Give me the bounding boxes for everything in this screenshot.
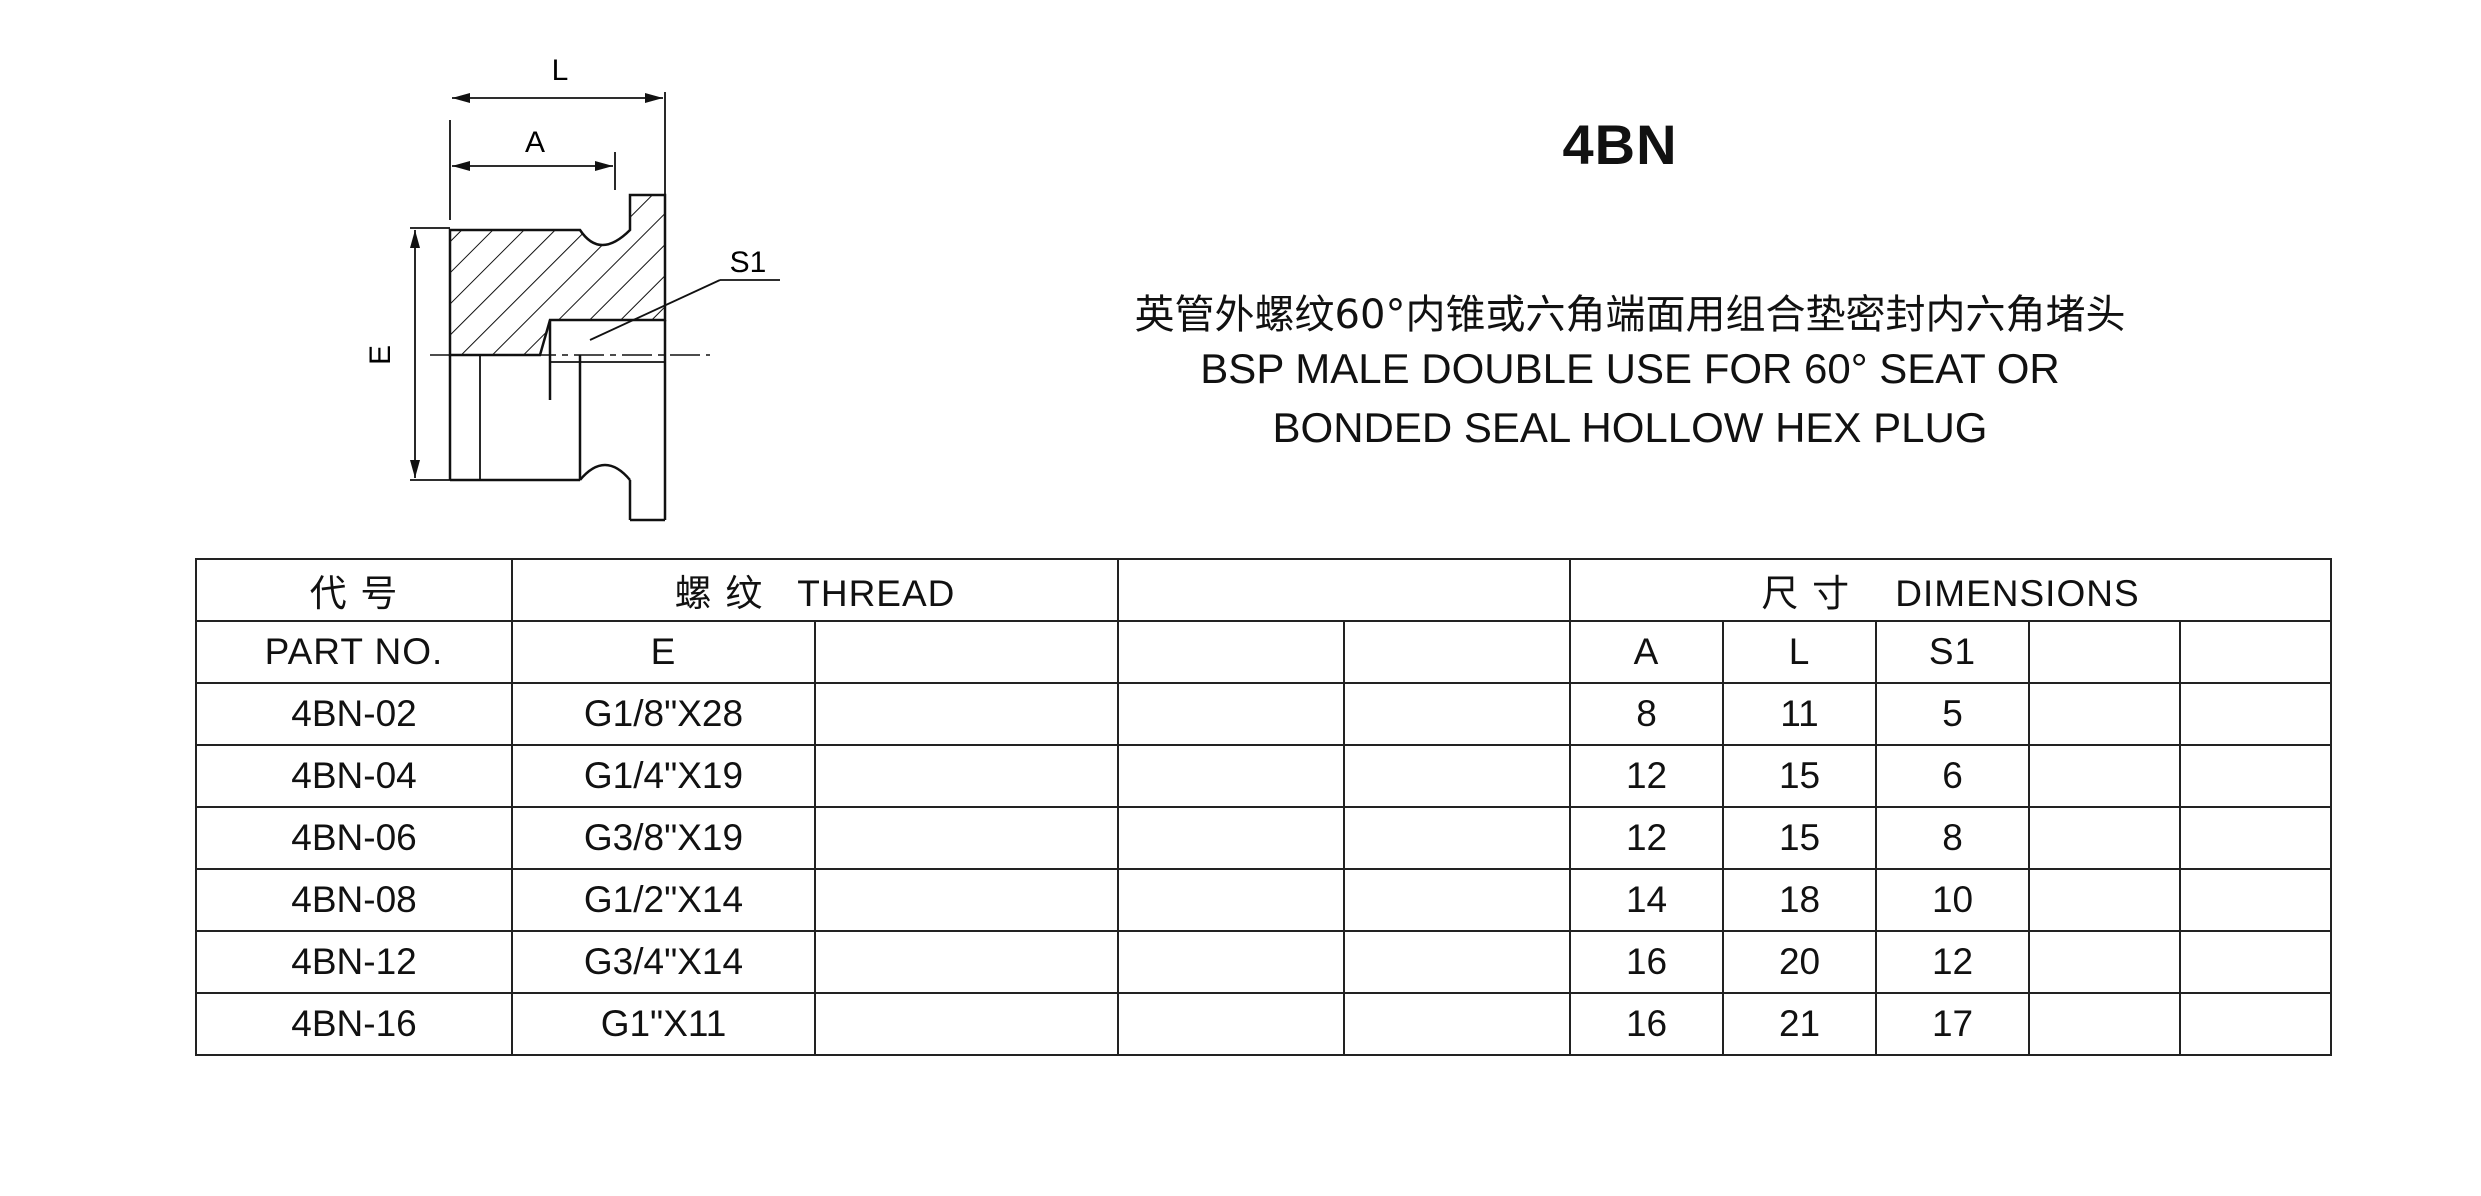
blank-cell — [1117, 620, 1346, 684]
header-part-cn: 代 号 — [195, 558, 513, 622]
blank-cell — [2179, 806, 2333, 870]
blank-cell — [1343, 620, 1572, 684]
cell-dim-s1: 6 — [1875, 744, 2031, 808]
cell-dim-l: 21 — [1722, 992, 1878, 1056]
blank-cell — [1343, 744, 1572, 808]
blank-cell — [813, 930, 1120, 994]
header-dim-a: A — [1569, 620, 1725, 684]
blank-cell — [1117, 806, 1346, 870]
cell-thread: G3/8"X19 — [511, 806, 816, 870]
cell-dim-s1: 10 — [1875, 868, 2031, 932]
table-header-row-1: 代 号 螺 纹 THREAD 尺 寸 DIMENSIONS — [195, 558, 2333, 622]
cell-dim-l: 11 — [1722, 682, 1878, 746]
cell-dim-l: 20 — [1722, 930, 1878, 994]
blank-cell — [2179, 868, 2333, 932]
cell-dim-a: 12 — [1569, 744, 1725, 808]
dimensions-table: 代 号 螺 纹 THREAD 尺 寸 DIMENSIONS PART NO. E… — [195, 558, 2333, 1056]
table-row: 4BN-12 G3/4"X14 16 20 12 — [195, 930, 2333, 994]
blank-cell — [2028, 992, 2182, 1056]
blank-cell — [2179, 744, 2333, 808]
blank-cell — [2179, 930, 2333, 994]
cell-part-no: 4BN-04 — [195, 744, 513, 808]
header-part-en: PART NO. — [195, 620, 513, 684]
blank-cell — [813, 620, 1120, 684]
cell-part-no: 4BN-12 — [195, 930, 513, 994]
blank-cell — [2028, 620, 2182, 684]
blank-cell — [2179, 992, 2333, 1056]
blank-cell — [2179, 682, 2333, 746]
header-dimensions-en: DIMENSIONS — [1895, 573, 2140, 614]
blank-cell — [1117, 930, 1346, 994]
cell-dim-a: 14 — [1569, 868, 1725, 932]
table-row: 4BN-02 G1/8"X28 8 11 5 — [195, 682, 2333, 746]
header-dimensions-cn: 尺 寸 — [1761, 572, 1851, 615]
dim-label-a: A — [525, 126, 545, 159]
blank-cell — [1117, 682, 1346, 746]
cell-dim-s1: 8 — [1875, 806, 2031, 870]
table-row: 4BN-16 G1"X11 16 21 17 — [195, 992, 2333, 1056]
header-thread: 螺 纹 THREAD — [510, 558, 1120, 622]
blank-cell — [1343, 930, 1572, 994]
blank-cell — [1343, 868, 1572, 932]
dim-label-l: L — [552, 54, 569, 87]
cell-thread: G1/4"X19 — [511, 744, 816, 808]
cell-dim-s1: 5 — [1875, 682, 2031, 746]
blank-cell — [813, 806, 1120, 870]
table-row: 4BN-04 G1/4"X19 12 15 6 — [195, 744, 2333, 808]
cell-dim-a: 8 — [1569, 682, 1725, 746]
cell-dim-s1: 17 — [1875, 992, 2031, 1056]
cell-dim-l: 18 — [1722, 868, 1878, 932]
plug-section-drawing: L A S1 E — [364, 54, 780, 522]
blank-cell — [1343, 682, 1572, 746]
cell-part-no: 4BN-02 — [195, 682, 513, 746]
blank-cell — [1343, 992, 1572, 1056]
subtitle-english-line-1: BSP MALE DOUBLE USE FOR 60° SEAT OR — [1200, 345, 2060, 392]
cell-dim-a: 12 — [1569, 806, 1725, 870]
subtitle-chinese: 英管外螺纹60°内锥或六角端面用组合垫密封内六角堵头 — [1134, 292, 2126, 338]
cell-part-no: 4BN-16 — [195, 992, 513, 1056]
cell-thread: G1/8"X28 — [511, 682, 816, 746]
cell-part-no: 4BN-06 — [195, 806, 513, 870]
blank-cell — [2028, 682, 2182, 746]
cell-thread: G1/2"X14 — [511, 868, 816, 932]
cell-thread: G1"X11 — [511, 992, 816, 1056]
table-row: 4BN-06 G3/8"X19 12 15 8 — [195, 806, 2333, 870]
cell-thread: G3/4"X14 — [511, 930, 816, 994]
table-header-row-2: PART NO. E A L S1 — [195, 620, 2333, 684]
blank-cell — [2028, 806, 2182, 870]
cell-part-no: 4BN-08 — [195, 868, 513, 932]
blank-cell — [2028, 868, 2182, 932]
header-thread-en: THREAD — [797, 573, 956, 614]
cell-dim-s1: 12 — [1875, 930, 2031, 994]
cell-dim-a: 16 — [1569, 992, 1725, 1056]
subtitle-english-line-2: BONDED SEAL HOLLOW HEX PLUG — [1272, 404, 1988, 451]
blank-cell — [1117, 868, 1346, 932]
header-dim-s1: S1 — [1875, 620, 2031, 684]
header-thread-e: E — [511, 620, 816, 684]
table-row: 4BN-08 G1/2"X14 14 18 10 — [195, 868, 2333, 932]
blank-cell — [2028, 744, 2182, 808]
part-series-title: 4BN — [1562, 113, 1678, 176]
blank-cell — [813, 992, 1120, 1056]
dim-label-e: E — [364, 345, 397, 365]
header-dimensions: 尺 寸 DIMENSIONS — [1569, 558, 2333, 622]
blank-cell — [2179, 620, 2333, 684]
header-thread-cn: 螺 纹 — [674, 572, 764, 615]
header-blank — [1117, 558, 1572, 622]
blank-cell — [2028, 930, 2182, 994]
blank-cell — [813, 868, 1120, 932]
blank-cell — [813, 682, 1120, 746]
cell-dim-l: 15 — [1722, 744, 1878, 808]
blank-cell — [1117, 992, 1346, 1056]
blank-cell — [1117, 744, 1346, 808]
cell-dim-a: 16 — [1569, 930, 1725, 994]
blank-cell — [813, 744, 1120, 808]
cell-dim-l: 15 — [1722, 806, 1878, 870]
header-dim-l: L — [1722, 620, 1878, 684]
dim-label-s1: S1 — [730, 246, 767, 279]
blank-cell — [1343, 806, 1572, 870]
